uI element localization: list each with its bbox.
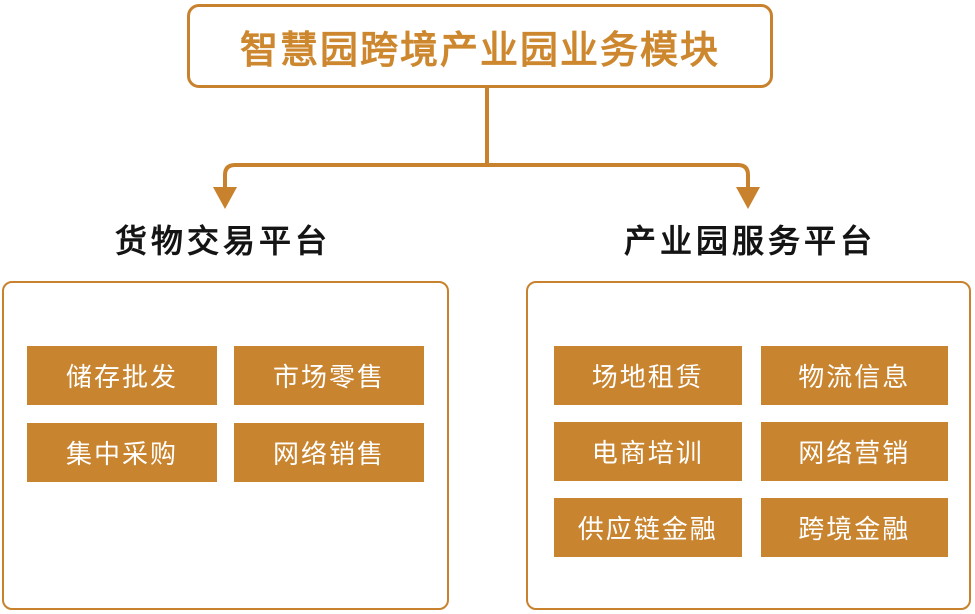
module-button: 电商培训	[554, 422, 742, 481]
diagram-title: 智慧园跨境产业园业务模块	[239, 27, 720, 72]
module-button: 储存批发	[27, 346, 217, 405]
module-button: 集中采购	[27, 423, 217, 482]
module-button: 场地租赁	[554, 346, 742, 405]
module-button: 网络销售	[234, 423, 424, 482]
branch-line	[223, 163, 750, 191]
module-button: 供应链金融	[554, 498, 742, 557]
arrowhead-left-icon	[213, 187, 237, 209]
module-button: 物流信息	[760, 346, 948, 405]
root-node-box: 智慧园跨境产业园业务模块	[187, 4, 773, 88]
arrowhead-right-icon	[736, 187, 760, 209]
module-button: 市场零售	[234, 346, 424, 405]
branch-label-goods-trading: 货物交易平台	[114, 222, 331, 260]
module-button: 网络营销	[760, 422, 948, 481]
module-button: 跨境金融	[760, 498, 948, 557]
branch-label-park-service: 产业园服务平台	[623, 222, 876, 260]
panel-goods-trading: 储存批发 市场零售 集中采购 网络销售	[2, 281, 449, 610]
panel-park-service: 场地租赁 物流信息 电商培训 网络营销 供应链金融 跨境金融	[526, 281, 971, 610]
